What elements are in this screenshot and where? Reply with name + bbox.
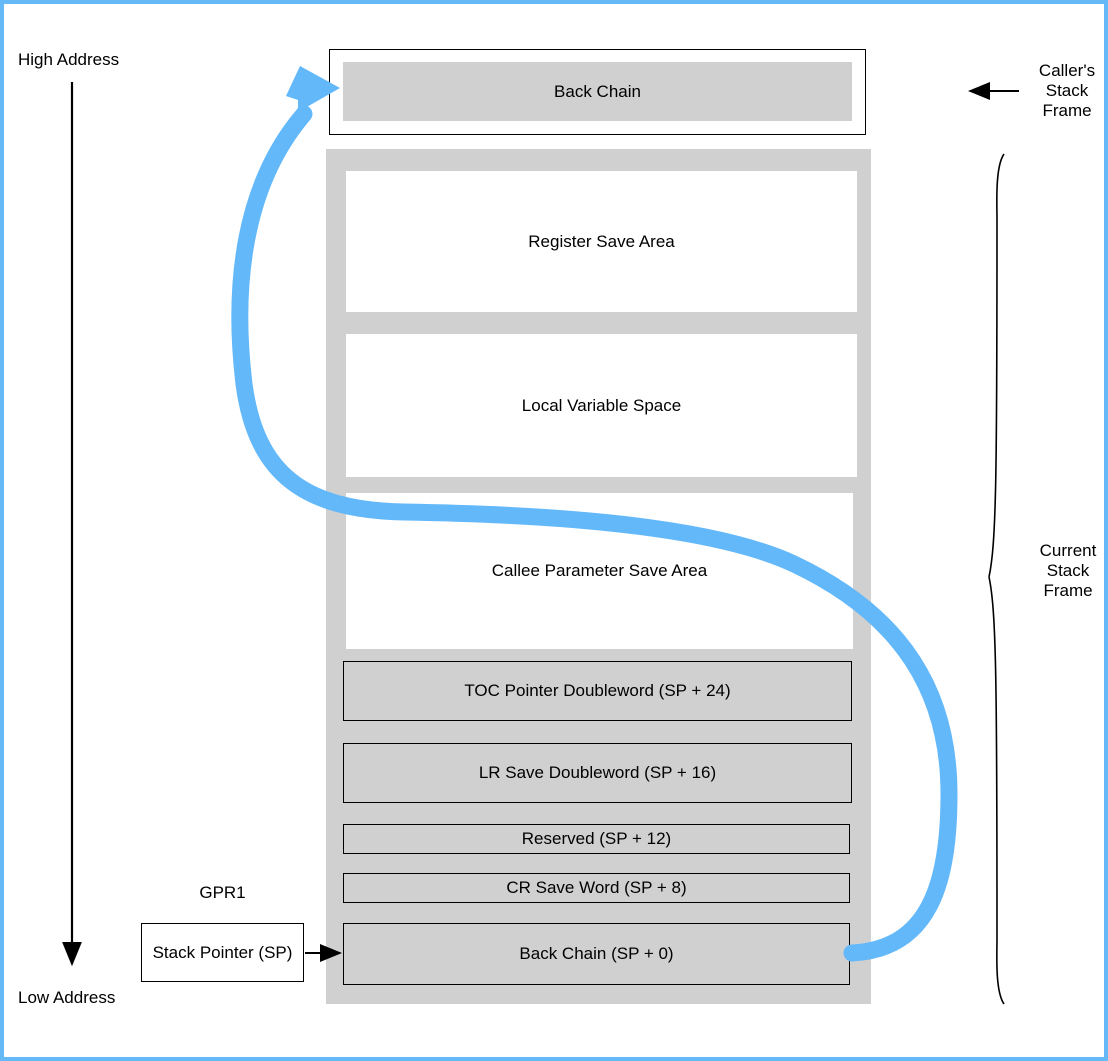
callee-parameter-save-area-row: Callee Parameter Save Area <box>346 493 853 649</box>
callers-stack-frame-label: Caller's Stack Frame <box>1038 61 1096 120</box>
toc-pointer-doubleword-row: TOC Pointer Doubleword (SP + 24) <box>343 661 852 721</box>
current-frame-brace <box>988 153 1005 1005</box>
gpr1-label: GPR1 <box>199 883 246 902</box>
local-variable-space-row: Local Variable Space <box>346 334 857 477</box>
cr-save-word-row: CR Save Word (SP + 8) <box>343 873 850 903</box>
stack-pointer-box: Stack Pointer (SP) <box>141 923 304 982</box>
register-save-area-row: Register Save Area <box>346 171 857 312</box>
back-chain-sp0-row: Back Chain (SP + 0) <box>343 923 850 985</box>
low-address-label: Low Address <box>18 988 116 1007</box>
high-address-label: High Address <box>18 50 120 69</box>
lr-save-doubleword-row: LR Save Doubleword (SP + 16) <box>343 743 852 803</box>
caller-back-chain-row: Back Chain <box>343 62 852 121</box>
reserved-row: Reserved (SP + 12) <box>343 824 850 854</box>
current-stack-frame-label: Current Stack Frame <box>1039 541 1097 600</box>
